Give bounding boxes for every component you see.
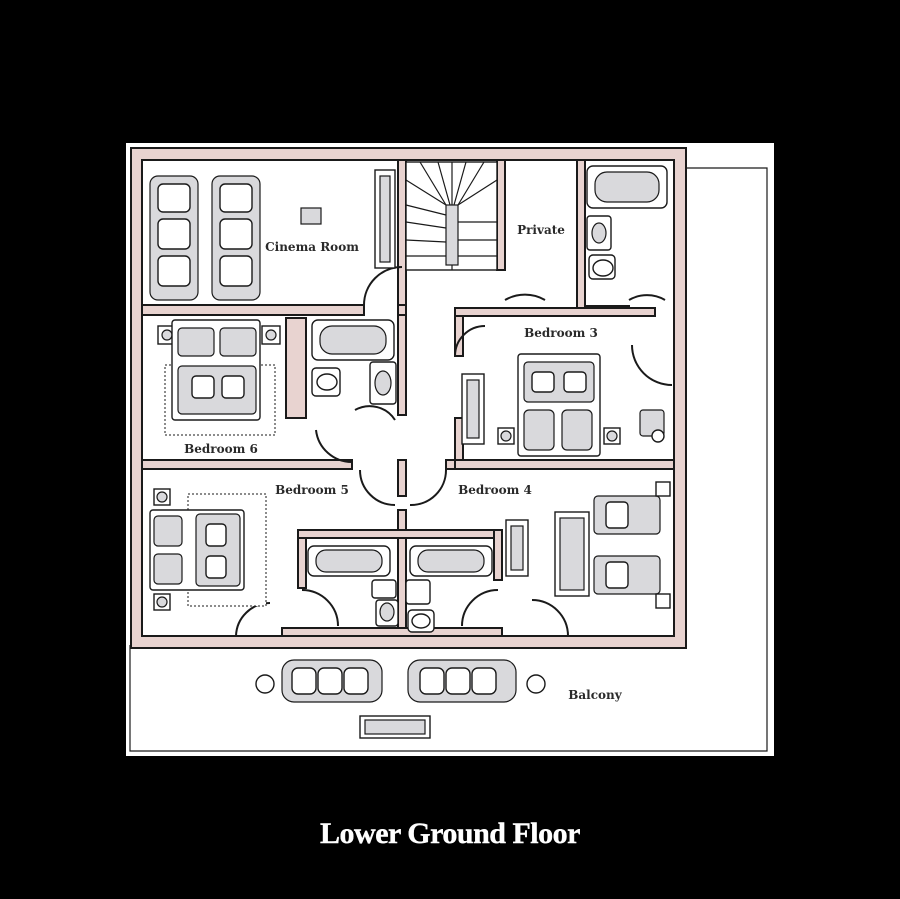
label-private: Private (517, 223, 565, 237)
interior-walls (141, 159, 675, 637)
terrace-outline (129, 167, 768, 752)
label-bedroom-6: Bedroom 6 (184, 442, 258, 456)
label-bedroom-5: Bedroom 5 (275, 483, 349, 497)
bedroom6-furniture (157, 319, 281, 436)
bedroom5-bathroom (307, 545, 399, 627)
private-bathroom (586, 165, 668, 280)
bedroom5-furniture (149, 488, 267, 611)
bedroom3-furniture (461, 353, 665, 457)
cinema-seats (149, 175, 261, 301)
label-bedroom-4: Bedroom 4 (458, 483, 532, 497)
bedroom6-bathroom (311, 319, 397, 405)
projector-icon (300, 207, 322, 225)
label-balcony: Balcony (568, 688, 623, 702)
bedroom4-bathroom (405, 545, 493, 633)
label-bedroom-3: Bedroom 3 (524, 326, 598, 340)
staircase (405, 161, 498, 271)
label-cinema-room: Cinema Room (265, 240, 359, 254)
bedroom4-furniture (505, 481, 671, 609)
floor-title: Lower Ground Floor (320, 817, 580, 850)
balcony-furniture (255, 659, 546, 739)
